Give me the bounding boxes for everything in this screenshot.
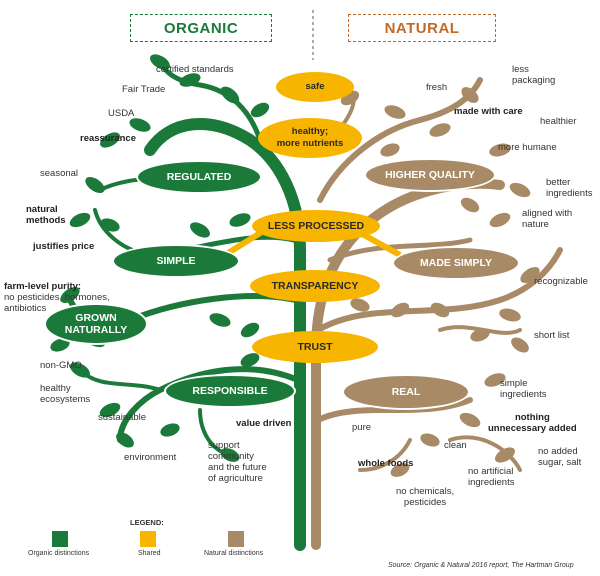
label-reassurance: reassurance	[80, 133, 136, 144]
legend-label-shared: Shared	[138, 550, 161, 557]
label-less-packaging: less packaging	[512, 64, 556, 86]
label-clean: clean	[444, 440, 467, 451]
label-whole-foods: whole foods	[358, 458, 414, 469]
shared-oval-trust: TRUST	[252, 331, 378, 363]
shared-oval-transparency: TRANSPARENCY	[250, 270, 380, 302]
label-natural-methods: natural methods	[26, 204, 66, 226]
legend-swatch-organic	[52, 531, 68, 547]
label-fair-trade: Fair Trade	[122, 84, 166, 95]
legend-swatch-natural	[228, 531, 244, 547]
label-healthy-ecosystems: healthy ecosystems	[40, 383, 91, 405]
label-healthier: healthier	[540, 116, 577, 127]
label-farm-level-purity: farm-level purity:	[4, 281, 82, 292]
label-seasonal: seasonal	[40, 168, 79, 179]
label-short-list: short list	[534, 330, 570, 341]
natural-oval-real: REAL	[342, 374, 470, 410]
label-no-pesticides: no pesticides, hormones, antibiotics	[4, 292, 110, 314]
label-nothing-unnecessary: nothing unnecessary added	[488, 412, 577, 434]
legend-swatch-shared	[140, 531, 156, 547]
organic-oval-simple: SIMPLE	[112, 244, 240, 278]
natural-oval-made-simply: MADE SIMPLY	[392, 246, 520, 280]
natural-leaves	[340, 87, 540, 477]
label-no-artificial: no artificial ingredients	[468, 466, 515, 488]
legend-title: LEGEND:	[130, 518, 164, 527]
label-aligned-with-nature: aligned with nature	[522, 208, 573, 230]
organic-oval-grown-naturally: GROWN NATURALLY	[44, 303, 148, 345]
label-better-ingredients: better ingredients	[546, 177, 593, 199]
label-no-added-sugar: no added sugar, salt	[538, 446, 582, 468]
shared-oval-safe: safe	[276, 72, 354, 102]
legend-label-natural: Natural distinctions	[204, 550, 264, 557]
label-recognizable: recognizable	[534, 276, 588, 287]
source-note: Source: Organic & Natural 2016 report, T…	[388, 562, 574, 569]
label-usda: USDA	[108, 108, 135, 119]
label-simple-ingredients: simple ingredients	[500, 378, 547, 400]
label-sustainable: sustainable	[98, 412, 147, 423]
natural-header: NATURAL	[348, 14, 496, 42]
label-non-gmo: non-GMO	[40, 360, 82, 371]
legend-label-organic: Organic distinctions	[28, 550, 90, 557]
shared-oval-healthy: healthy; more nutrients	[258, 118, 362, 158]
label-fresh: fresh	[426, 82, 448, 93]
label-no-chemicals: no chemicals, pesticides	[396, 486, 455, 508]
shared-oval-less-processed: LESS PROCESSED	[252, 210, 380, 242]
label-certified-standards: certified standards	[156, 64, 234, 75]
label-value-driven: value driven	[236, 418, 292, 429]
organic-oval-responsible: RESPONSIBLE	[164, 374, 296, 408]
organic-header: ORGANIC	[130, 14, 272, 42]
label-justifies-price: justifies price	[33, 241, 95, 252]
label-more-humane: more humane	[498, 142, 557, 153]
label-support-community: support community and the future of agri…	[208, 440, 267, 484]
label-environment: environment	[124, 452, 177, 463]
label-made-with-care: made with care	[454, 106, 523, 117]
organic-oval-regulated: REGULATED	[136, 160, 262, 194]
label-pure: pure	[352, 422, 372, 433]
natural-oval-higher-quality: HIGHER QUALITY	[364, 158, 496, 192]
